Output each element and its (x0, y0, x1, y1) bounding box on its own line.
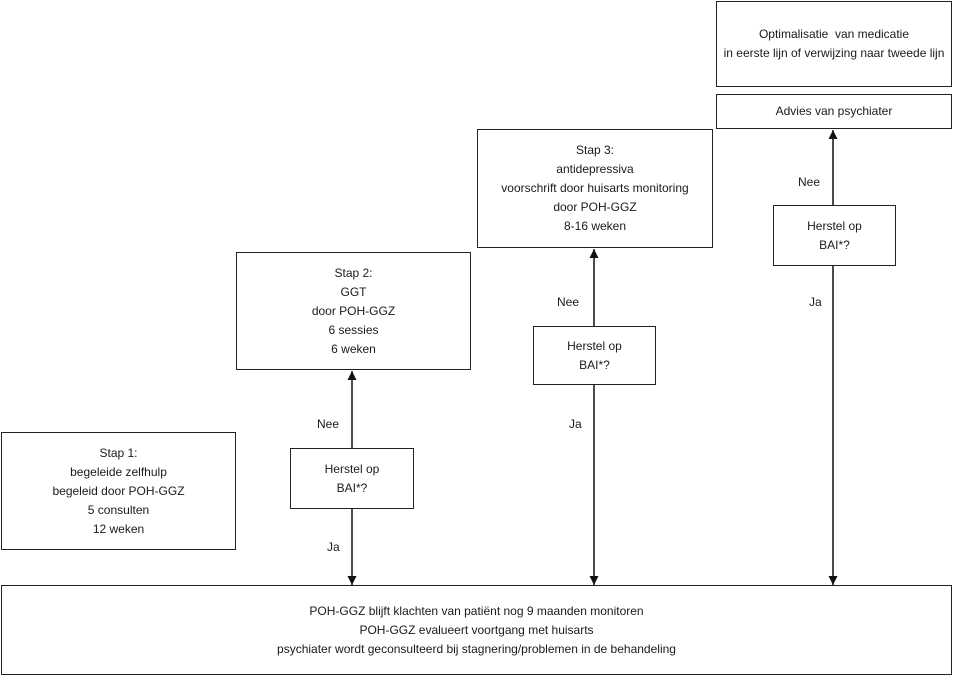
edge-label-ja: Ja (327, 540, 340, 554)
monitoring-line: POH-GGZ evalueert voortgang met huisarts (359, 622, 594, 637)
step2-line: GGT (340, 284, 367, 299)
advies-text: Advies van psychiater (775, 104, 893, 118)
decision-text: Herstel op (807, 218, 862, 233)
decision-text: Herstel op (324, 461, 380, 476)
monitoring-box: POH-GGZ blijft klachten van patiënt nog … (1, 585, 952, 675)
step2-line: 6 weken (331, 341, 376, 356)
decision-text: BAI*? (819, 237, 850, 252)
decision-box-col1: Herstel op BAI*? (290, 448, 414, 509)
step1-line: begeleide zelfhulp (70, 464, 167, 479)
optimalisatie-box: Optimalisatie van medicatie in eerste li… (716, 1, 952, 87)
edge-label-nee: Nee (557, 295, 580, 309)
step3-box: Stap 3: antidepressiva voorschrift door … (477, 129, 713, 248)
monitoring-line: psychiater wordt geconsulteerd bij stagn… (277, 641, 676, 656)
decision-text: BAI*? (336, 480, 368, 495)
step1-line: 5 consulten (87, 502, 150, 517)
step1-line: begeleid door POH-GGZ (52, 483, 185, 498)
step3-line: door POH-GGZ (553, 200, 637, 214)
edge-label-ja: Ja (569, 417, 582, 431)
step3-line: 8-16 weken (563, 219, 627, 233)
optimalisatie-line: in eerste lijn of verwijzing naar tweede… (723, 46, 945, 60)
advies-box: Advies van psychiater (716, 94, 952, 129)
monitoring-line: POH-GGZ blijft klachten van patiënt nog … (309, 603, 644, 618)
step3-line: antidepressiva (556, 162, 634, 176)
step2-title: Stap 2: (334, 265, 373, 280)
step2-line: door POH-GGZ (311, 303, 396, 318)
optimalisatie-line: Optimalisatie van medicatie (758, 27, 910, 41)
edge-label-ja: Ja (809, 295, 822, 309)
decision-text: Herstel op (567, 338, 622, 353)
step2-box: Stap 2: GGT door POH-GGZ 6 sessies 6 wek… (236, 252, 471, 370)
step1-title: Stap 1: (99, 445, 138, 460)
step1-box: Stap 1: begeleide zelfhulp begeleid door… (1, 432, 236, 550)
step2-line: 6 sessies (328, 322, 379, 337)
step3-line: voorschrift door huisarts monitoring (501, 181, 689, 195)
step1-line: 12 weken (92, 521, 145, 536)
edge-label-nee: Nee (798, 175, 821, 189)
decision-box-col3: Herstel op BAI*? (773, 205, 896, 266)
step3-title: Stap 3: (575, 143, 615, 157)
edge-label-nee: Nee (317, 417, 340, 431)
decision-text: BAI*? (579, 357, 610, 372)
decision-box-col2: Herstel op BAI*? (533, 326, 656, 385)
